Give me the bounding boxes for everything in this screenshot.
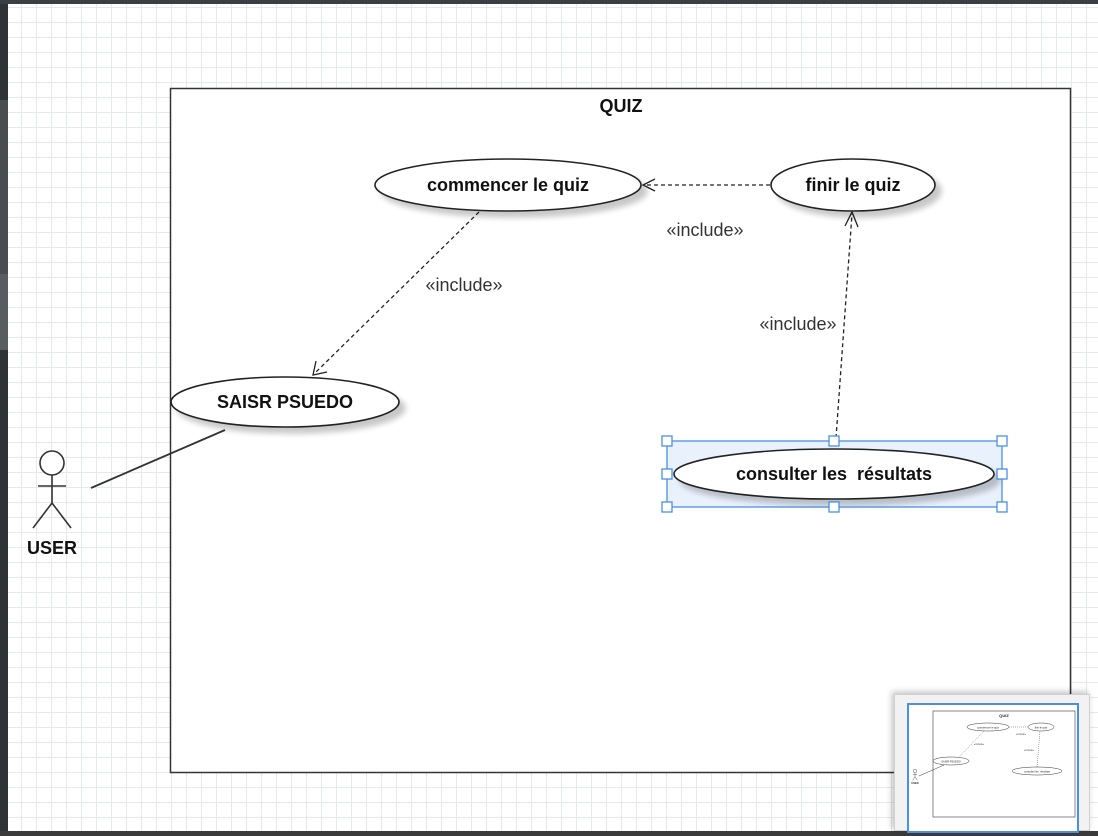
use-case-label: consulter les résultats [736,464,932,484]
association-line[interactable] [90,429,226,489]
minimap-diagram: QUIZ commencer le quiz finir le quiz SAI… [911,710,1076,818]
system-title: QUIZ [600,96,643,116]
actor-user[interactable] [32,450,72,529]
top-bar [0,0,1098,4]
left-strip-segment [0,274,8,350]
minimap-use-case-label: SAISR PSUEDO [941,759,960,763]
minimap[interactable]: QUIZ commencer le quiz finir le quiz SAI… [894,694,1090,833]
use-case-saisir-pseudo[interactable]: SAISR PSUEDO [170,376,400,428]
use-case-label: commencer le quiz [427,175,589,195]
minimap-actor-label: USER [911,781,918,785]
include-label: «include» [759,314,836,334]
minimap-use-case-label: finir le quiz [1035,725,1048,729]
selection-handles[interactable] [661,435,1008,513]
system-boundary[interactable] [169,87,1072,774]
minimap-include-label: «include» [1024,749,1035,752]
use-case-label: finir le quiz [805,175,900,195]
actor-label: USER [27,538,77,558]
left-toolbar-strip [0,4,8,831]
use-case-commencer-le-quiz[interactable]: commencer le quiz [374,158,642,212]
include-relation-finir-commencer[interactable] [641,178,770,192]
include-relation-commencer-saisir[interactable] [312,211,480,376]
left-strip-segment [0,100,8,350]
minimap-include-label: «include» [1016,733,1027,736]
use-case-consulter-les-resultats[interactable]: consulter les résultats [661,435,1008,513]
use-case-finir-le-quiz[interactable]: finir le quiz [770,158,936,212]
minimap-viewport[interactable]: QUIZ commencer le quiz finir le quiz SAI… [907,703,1079,833]
minimap-actor [912,768,918,781]
include-label: «include» [666,220,743,240]
include-label: «include» [425,275,502,295]
minimap-include-label: «include» [974,743,985,746]
include-relation-consulter-finir[interactable] [835,210,859,439]
minimap-system-title: QUIZ [999,713,1009,718]
use-case-label: SAISR PSUEDO [217,392,353,412]
minimap-use-case-label: consulter les résultats [1024,769,1051,773]
minimap-use-case-label: commencer le quiz [977,725,999,729]
